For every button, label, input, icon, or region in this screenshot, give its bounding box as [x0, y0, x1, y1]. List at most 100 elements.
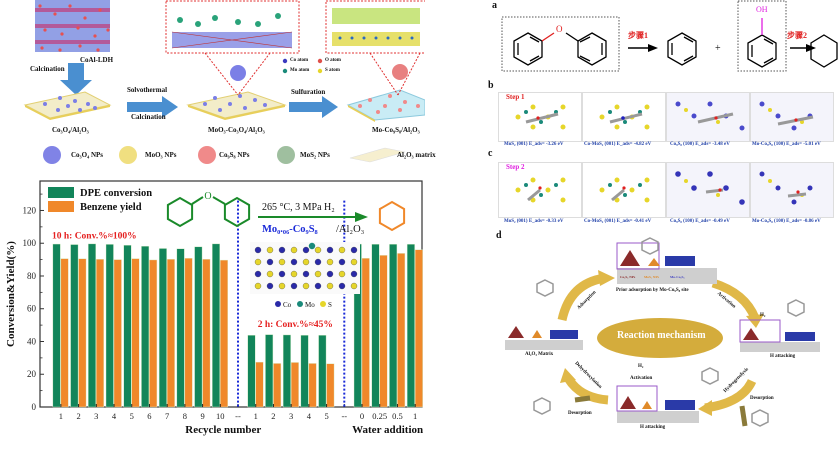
bar-dpe-conversion: [371, 244, 380, 408]
panel-b-label: b: [488, 80, 494, 91]
x-tick-label: 2: [271, 411, 275, 421]
catalyst-name: Mo₀.₀₆-Co₉S₈: [262, 224, 318, 235]
reaction-condition: 265 °C, 3 MPa H₂: [262, 202, 335, 213]
y-tick-label: 100: [23, 238, 37, 248]
calcination-arrow: [60, 63, 92, 95]
bar-benzene-yield: [60, 258, 69, 408]
bar-dpe-conversion: [212, 243, 220, 408]
matrix-label: Al₂O₃ Matrix: [525, 352, 554, 357]
x-tick-label: 10: [216, 411, 225, 421]
synthesis-schematic: CoAl-LDH Calcination Solvothermal Calcin…: [0, 0, 436, 168]
atom-legend-co: Co: [283, 301, 292, 309]
crystal-atom: [302, 270, 310, 278]
y-tick-label: 80: [27, 271, 37, 281]
inset-co9s8: [325, 0, 427, 96]
x-tick-label: 9: [200, 411, 204, 421]
desorption-arrow-right: [739, 405, 748, 427]
desorption-left-label: Desorption: [568, 411, 592, 416]
phenol-molecule: [747, 18, 777, 68]
co9s8-step1-image: [666, 92, 750, 142]
catalyst-prior: [616, 242, 717, 284]
bar-dpe-conversion: [406, 244, 415, 408]
bar-benzene-yield: [96, 259, 104, 408]
x-tick-label: 4: [307, 411, 312, 421]
plus-sign: +: [715, 43, 721, 54]
mos2-step1-image: [498, 92, 582, 142]
crystal-atom: [350, 246, 358, 254]
annotation-10h: 10 h: Conv.%≈100%: [52, 231, 137, 241]
bar-benzene-yield: [397, 253, 406, 408]
reaction-mechanism-label: Reaction mechanism: [617, 330, 706, 341]
caption-b-co9s8: Co₉S₈ (100) E_ads= -3.48 eV: [670, 142, 730, 147]
material-co9s8: Mo-Co₉S₈/Al₂O₃: [372, 126, 420, 134]
crystal-atom: [254, 282, 262, 290]
bar-dpe-conversion: [88, 243, 96, 408]
hydroxyl-label: OH: [756, 5, 768, 14]
crystal-atom: [338, 258, 346, 266]
crystal-atom: [326, 258, 334, 266]
np-legend-al2o3: Al₂O₃ matrix: [397, 151, 436, 159]
crystal-atom: [338, 246, 346, 254]
crystal-atom: [314, 258, 322, 266]
panel-c: c Step 2 MoS₂ (001) E_ads= -0.33 eV Co-M…: [480, 148, 839, 228]
dpe-bond-left: [191, 196, 204, 205]
bar-benzene-yield: [166, 259, 175, 408]
dpe-ring-left: [166, 196, 194, 228]
crystal-atom: [278, 282, 286, 290]
bar-dpe-conversion: [389, 244, 398, 408]
legend-label: Benzene yield: [80, 202, 142, 213]
atom-legend-mo: Mo atom: [290, 68, 310, 73]
bar-dpe-conversion: [105, 244, 114, 408]
benzene-2: [810, 34, 838, 68]
reaction-mechanism-ellipse: [597, 318, 723, 358]
sulfuration-label: Sulfuration: [291, 88, 326, 96]
h-attacking-bottom-label: H attacking: [640, 425, 666, 430]
catalyst-matrix: [505, 326, 583, 350]
bar-dpe-conversion: [194, 246, 203, 408]
crystal-atom: [302, 258, 310, 266]
bar-dpe-conversion: [123, 244, 132, 408]
crystal-atom: [278, 246, 286, 254]
desorption-arrow-left: [574, 395, 591, 403]
x-tick-label: 2: [76, 411, 80, 421]
x-tick-label: 5: [130, 411, 134, 421]
plate-co3o4: [23, 91, 112, 120]
bar-benzene-yield: [414, 249, 423, 408]
dpe-molecule: [513, 32, 607, 66]
x-tick-label: 6: [147, 411, 151, 421]
calcination2-label: Calcination: [131, 113, 166, 121]
np-legend-co9s8: Co₉S₈ NPs: [219, 151, 250, 159]
crystal-atom: [266, 282, 274, 290]
dpe-ring-right: [223, 196, 251, 228]
ldh-label: CoAl-LDH: [80, 56, 114, 64]
activation-arrow: [711, 278, 760, 320]
activation-bottom-label: Activation: [630, 376, 653, 381]
catalyst-support: /Al₂O₃: [336, 224, 365, 235]
crystal-atom: [290, 270, 298, 278]
bar-benzene-yield: [78, 258, 87, 408]
dpe-box: [501, 16, 620, 72]
crystal-atom: [326, 246, 334, 254]
bar-benzene-yield: [308, 363, 317, 408]
solvothermal-arrow: [127, 96, 178, 118]
caption-c-co9s8: Co₉S₈ (100) E_ads= -0.49 eV: [670, 219, 730, 224]
crystal-atom: [266, 258, 274, 266]
bar-dpe-conversion: [158, 248, 167, 408]
h2-label-right: H₂: [760, 313, 766, 318]
legend-label: DPE conversion: [80, 188, 152, 199]
y-tick-label: 20: [27, 369, 37, 379]
bar-benzene-yield: [113, 259, 122, 408]
y-axis-label: Conversion&Yield(%): [5, 241, 17, 347]
np-label-mo-co9s8: Mo-Co₉S₈: [670, 275, 685, 279]
bar-dpe-conversion: [52, 243, 61, 408]
atom-legend-co: Co atom: [290, 58, 309, 63]
h2-label-bottom: H₂: [638, 364, 644, 369]
crystal-atom-mo: [308, 242, 316, 250]
bar-dpe-conversion: [70, 244, 79, 408]
ldh-structure: [35, 0, 110, 52]
bar-dpe-conversion: [141, 245, 150, 408]
atom-legend-s: S atom: [325, 68, 340, 73]
mo-co9s8-step2-image: [750, 162, 834, 218]
np-legend-moo3: MoO₃ NPs: [145, 151, 177, 159]
dehydroxylation-arrow: [564, 375, 609, 405]
